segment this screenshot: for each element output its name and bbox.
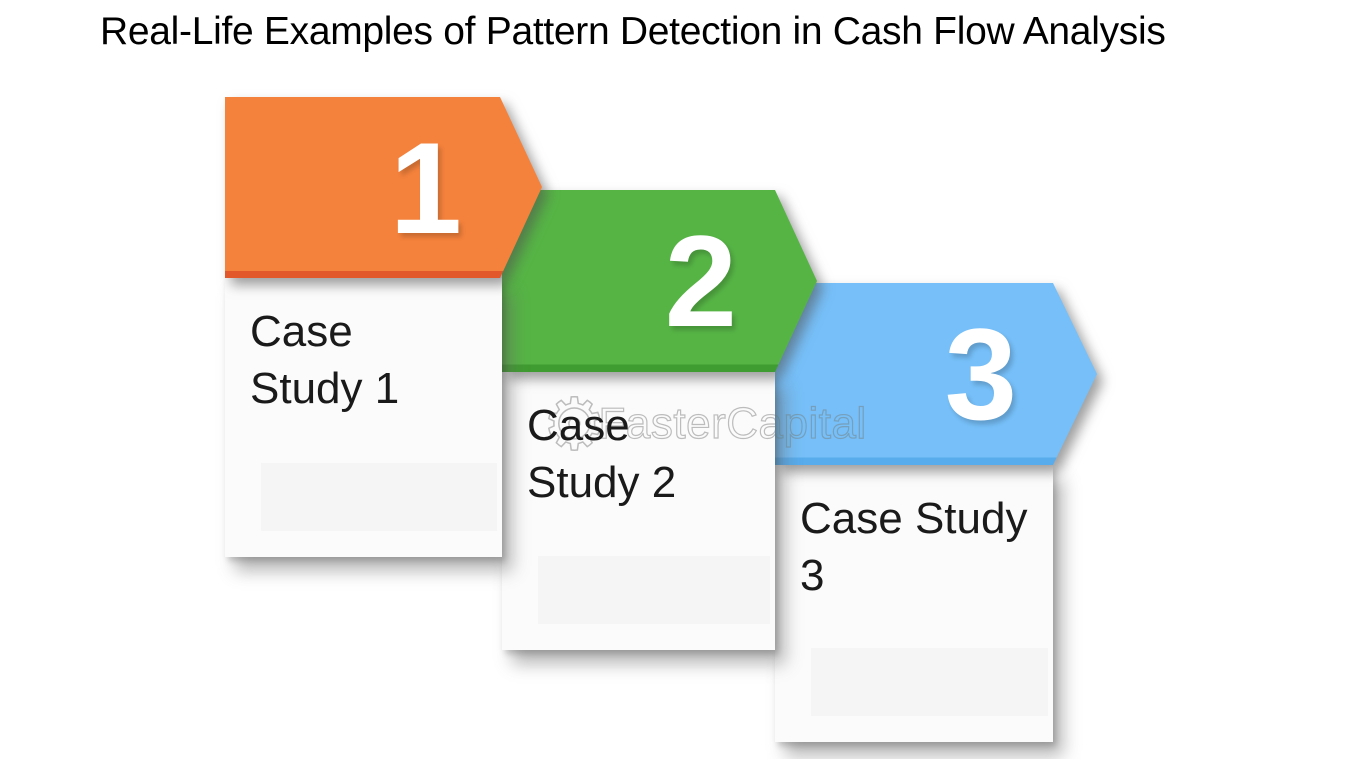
card-label-3-line-1: Case Study	[800, 494, 1028, 543]
step-number-3: 3	[944, 301, 1017, 447]
card-case-study-2: Case Study 2	[502, 372, 775, 650]
step-arrow-3-shape: 3	[775, 283, 1097, 465]
card-label-2-line-2: Study 2	[527, 457, 677, 507]
step-arrow-2: 2	[502, 190, 817, 372]
card-inner-shade-1	[261, 463, 497, 531]
page-title: Real-Life Examples of Pattern Detection …	[100, 10, 1166, 53]
card-label-1-line-1: Case	[250, 307, 353, 356]
card-case-study-1: Case Study 1	[225, 278, 502, 557]
card-label-2-line-1: Case	[527, 401, 630, 450]
step-arrow-3: 3	[775, 283, 1097, 465]
step-arrow-1: 1	[225, 97, 542, 278]
card-label-1: Case Study 1	[225, 278, 502, 418]
card-label-3-line-2: 3	[800, 550, 825, 600]
watermark: ⚙ FasterCapital	[541, 382, 867, 466]
card-label-2: Case Study 2	[502, 372, 775, 512]
card-inner-shade-2	[538, 556, 770, 624]
step-arrow-2-shape: 2	[502, 190, 817, 372]
step-number-1: 1	[389, 114, 462, 261]
card-label-3: Case Study 3	[775, 465, 1053, 605]
card-label-1-line-2: Study 1	[250, 363, 400, 413]
card-inner-shade-3	[811, 648, 1048, 716]
step-number-2: 2	[664, 208, 737, 354]
step-arrow-1-shape: 1	[225, 97, 542, 278]
gear-icon: ⚙	[541, 382, 607, 466]
watermark-brand-text: FasterCapital	[598, 398, 867, 448]
card-case-study-3: Case Study 3	[775, 465, 1053, 742]
